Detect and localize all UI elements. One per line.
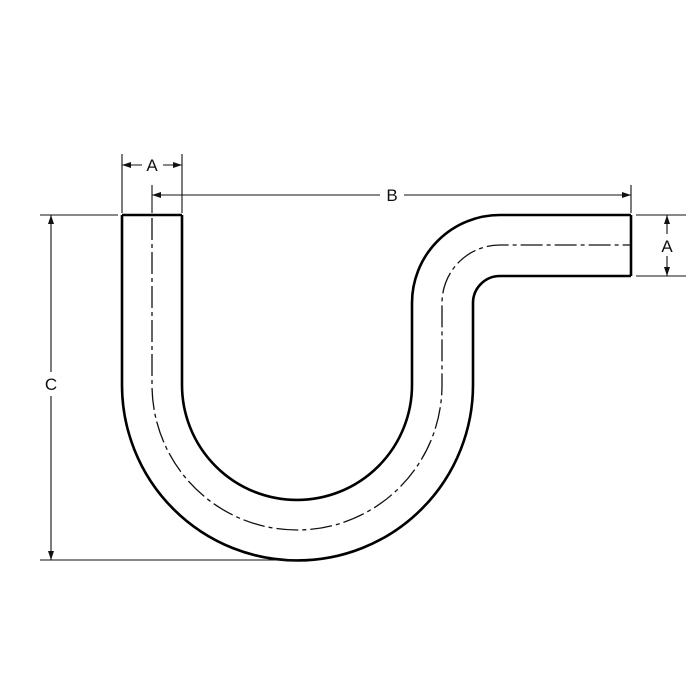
- tube-centerline: [151, 218, 630, 531]
- dimension-label-b: B: [386, 186, 397, 205]
- dimension-a-top: A: [121, 154, 183, 213]
- dimension-label-a-right: A: [661, 237, 673, 256]
- dimension-c: C: [40, 214, 297, 561]
- dimension-label-c: C: [45, 375, 57, 394]
- dimension-b: B: [151, 185, 632, 213]
- dimension-a-right: A: [636, 214, 686, 277]
- tube-outline: [120, 213, 633, 562]
- dimension-label-a-top: A: [146, 156, 158, 175]
